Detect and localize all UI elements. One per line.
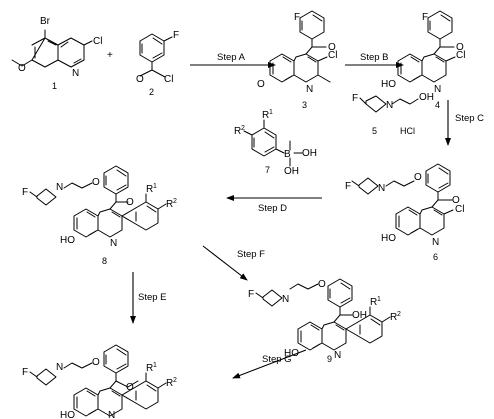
step-d-label: Step D	[258, 203, 287, 214]
c7-r1-sup: 1	[269, 109, 273, 116]
c4-o-keto: O	[456, 42, 464, 53]
c10-o-ring: O	[126, 382, 134, 393]
c8-o-ether: O	[92, 177, 100, 188]
step-g-arrow	[232, 349, 307, 379]
step-b-label: Step B	[360, 52, 389, 63]
c3-o-keto: O	[328, 42, 336, 53]
compound-6-label: 6	[433, 252, 438, 262]
c3-n: N	[306, 84, 313, 95]
compound-6: F N O O Cl HO N 6	[345, 163, 464, 262]
step-f-arrow	[202, 245, 248, 281]
compound-1-label: 1	[52, 81, 57, 91]
c8-ho: HO	[60, 235, 75, 246]
c6-n: N	[432, 237, 439, 248]
c10-f: F	[22, 367, 28, 378]
c8-r2-sup: 2	[173, 198, 177, 205]
c8-r1-sup: 1	[153, 183, 157, 190]
compound-10: F N O O R 1 R 2 HO N	[22, 344, 177, 419]
c7-r2: R	[234, 126, 241, 137]
c8-n: N	[110, 238, 117, 249]
c2-f: F	[173, 30, 179, 41]
c2-cl: Cl	[164, 74, 173, 85]
c4-cl: Cl	[456, 50, 465, 61]
c10-r2: R	[166, 378, 173, 389]
c9-r2-sup: 2	[397, 311, 401, 318]
compound-1: Br Cl O N 1	[11, 16, 102, 91]
c9-o-ether: O	[318, 279, 326, 290]
c8-n-az: N	[56, 182, 63, 193]
compound-4: F O Cl HO N 4	[381, 10, 465, 110]
step-a-label: Step A	[217, 52, 246, 63]
c1-n: N	[72, 68, 79, 79]
compound-5-label: 5	[372, 126, 377, 136]
c9-ho: HO	[284, 348, 299, 359]
compound-8-label: 8	[102, 256, 107, 266]
c10-r1-sup: 1	[153, 362, 157, 369]
c3-o: O	[257, 79, 265, 90]
c6-n-az: N	[378, 183, 385, 194]
compound-7: R 1 R 2 B OH OH 7	[234, 109, 317, 177]
c8-r1: R	[146, 184, 153, 195]
c6-cl: Cl	[455, 204, 464, 215]
c1-br: Br	[40, 16, 51, 27]
c10-n: N	[108, 410, 115, 419]
c9-oh: OH	[352, 310, 367, 321]
c7-b: B	[284, 149, 291, 160]
c6-o-ether: O	[414, 172, 422, 183]
step-g-label: Step G	[262, 354, 292, 365]
c6-f: F	[345, 181, 351, 192]
c4-ho: HO	[381, 79, 396, 90]
c6-ho: HO	[381, 233, 396, 244]
c7-oh1: OH	[302, 148, 317, 159]
c10-o-ether: O	[92, 357, 100, 368]
c9-r1: R	[370, 297, 377, 308]
c5-oh: OH	[419, 92, 434, 103]
compound-4-label: 4	[435, 100, 440, 110]
compound-9: F N O OH R 1 R 2 HO N 9	[248, 278, 401, 364]
c2-o: O	[136, 74, 144, 85]
c9-n-az: N	[282, 294, 289, 305]
c9-r2: R	[390, 312, 397, 323]
step-e-label: Step E	[138, 292, 167, 303]
plus-sign: +	[107, 50, 113, 61]
compound-8: F N O O R 1 R 2 HO N 8	[22, 165, 177, 266]
compound-9-label: 9	[327, 354, 332, 364]
c5-n: N	[386, 100, 393, 111]
c5-f: F	[352, 93, 358, 104]
c7-r2-sup: 2	[241, 125, 245, 132]
c4-f: F	[422, 12, 428, 23]
c10-r2-sup: 2	[173, 377, 177, 384]
c8-f: F	[22, 187, 28, 198]
step-c-label: Step C	[455, 113, 484, 124]
compound-5: F N OH 5 HCl	[352, 92, 434, 136]
compound-7-label: 7	[265, 165, 270, 175]
c5-salt: HCl	[400, 126, 415, 136]
c6-o-keto: O	[452, 195, 460, 206]
c3-f: F	[294, 12, 300, 23]
c4-n: N	[434, 84, 441, 95]
c10-ho: HO	[60, 410, 75, 419]
compound-2-label: 2	[149, 87, 154, 97]
c10-r1: R	[146, 363, 153, 374]
compound-3: F O Cl O N 3	[257, 10, 337, 110]
step-f-label: Step F	[237, 249, 265, 260]
c7-oh2: OH	[284, 166, 299, 177]
c9-r1-sup: 1	[377, 296, 381, 303]
c9-f: F	[248, 289, 254, 300]
c9-n: N	[334, 350, 341, 361]
c3-cl: Cl	[328, 50, 337, 61]
compound-3-label: 3	[302, 100, 307, 110]
c1-o: O	[18, 63, 26, 74]
compound-2: F O Cl 2	[136, 30, 179, 97]
c8-o-keto: O	[126, 197, 134, 208]
c8-r2: R	[166, 199, 173, 210]
c1-cl: Cl	[93, 36, 102, 47]
c10-n-az: N	[56, 362, 63, 373]
c7-r1: R	[262, 110, 269, 121]
